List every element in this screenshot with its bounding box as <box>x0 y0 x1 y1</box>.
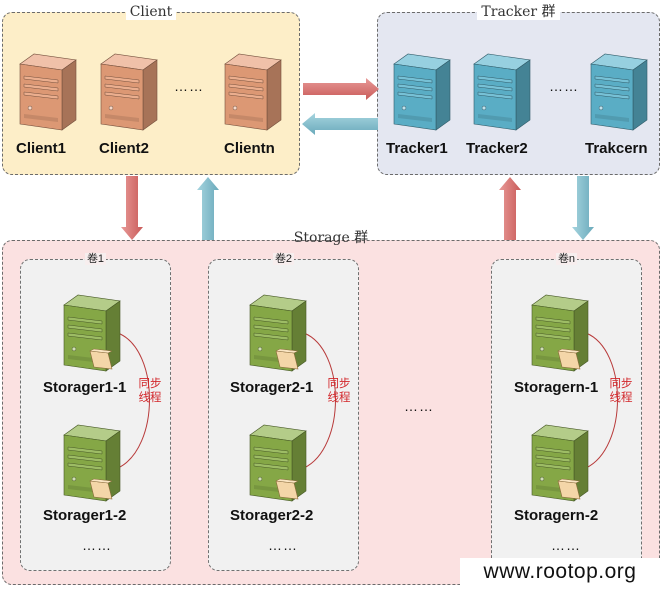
arrow-client-to-storage <box>121 176 143 240</box>
arrow-tracker-to-storage <box>572 176 594 240</box>
volume-2-ellipsis: …… <box>268 537 298 553</box>
client-n-server-icon <box>224 53 282 131</box>
sync-curve-1 <box>117 332 150 469</box>
client-1-label: Client1 <box>16 140 67 157</box>
storage-1-2-server-icon <box>63 424 121 502</box>
tracker-2-server-icon <box>473 53 531 131</box>
storage-n-2-label: Storagern-2 <box>514 507 599 524</box>
watermark: www.rootop.org <box>460 558 660 586</box>
tracker-1-label: Tracker1 <box>386 140 448 157</box>
storage-1-1-label: Storager1-1 <box>43 379 127 396</box>
tracker-2-label: Tracker2 <box>466 140 528 157</box>
volume-1-title: 卷1 <box>84 253 107 265</box>
tracker-ellipsis: …… <box>549 78 579 94</box>
tracker-n-server-icon <box>590 53 648 131</box>
arrow-storage-to-tracker <box>499 177 521 240</box>
arrow-storage-to-client <box>197 177 219 240</box>
storage-n-2-server-icon <box>531 424 589 502</box>
storage-2-1-server-icon <box>249 294 307 372</box>
storage-1-1-server-icon <box>63 294 121 372</box>
sync-curve-n <box>585 332 618 469</box>
volume-n-ellipsis: …… <box>551 537 581 553</box>
client-2-label: Client2 <box>99 140 150 157</box>
storage-1-2-label: Storager1-2 <box>43 507 127 524</box>
volume-n-title: 卷n <box>555 253 578 265</box>
client-2-server-icon <box>100 53 158 131</box>
sync-curve-2 <box>303 332 336 469</box>
volume-2-title: 卷2 <box>272 253 295 265</box>
storage-n-1-label: Storagern-1 <box>514 379 599 396</box>
tracker-1-server-icon <box>393 53 451 131</box>
sync-label-n: 同步线程 <box>609 378 633 404</box>
sync-label-2: 同步线程 <box>327 378 351 404</box>
storage-2-1-label: Storager2-1 <box>230 379 314 396</box>
client-n-label: Clientn <box>224 140 275 157</box>
sync-label-1: 同步线程 <box>138 378 162 404</box>
tracker-n-label: Trakcern <box>585 140 648 157</box>
client-1-server-icon <box>19 53 77 131</box>
storage-2-2-label: Storager2-2 <box>230 507 314 524</box>
client-ellipsis: …… <box>174 78 204 94</box>
volumes-ellipsis: …… <box>404 398 434 414</box>
storage-2-2-server-icon <box>249 424 307 502</box>
arrow-client-to-tracker <box>303 78 379 100</box>
storage-n-1-server-icon <box>531 294 589 372</box>
arrow-tracker-to-client <box>302 113 378 135</box>
volume-1-ellipsis: …… <box>82 537 112 553</box>
